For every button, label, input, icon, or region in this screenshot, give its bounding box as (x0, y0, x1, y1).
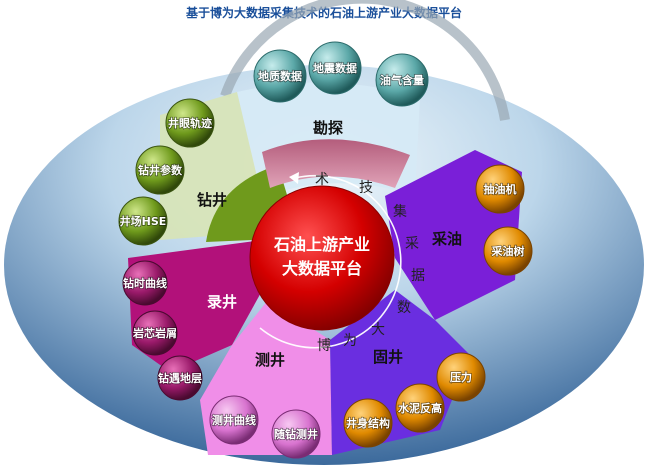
svg-text:地质数据: 地质数据 (258, 69, 302, 83)
svg-text:井身结构: 井身结构 (346, 416, 390, 430)
outer-arc (220, 0, 510, 121)
sector-label-zuanjing: 钻井 (197, 191, 227, 209)
ring-char: 技 (359, 180, 373, 196)
sector-label-lujing: 录井 (207, 293, 237, 311)
svg-text:地震数据: 地震数据 (313, 61, 357, 75)
svg-text:井场HSE: 井场HSE (120, 214, 167, 228)
ball-yali: 压力 (436, 352, 486, 402)
svg-text:岩芯岩屑: 岩芯岩屑 (132, 326, 177, 340)
center-title-line2: 大数据平台 (282, 259, 362, 278)
svg-text:钻遇地层: 钻遇地层 (158, 371, 202, 385)
svg-text:抽油机: 抽油机 (484, 182, 517, 196)
svg-text:钻时曲线: 钻时曲线 (123, 276, 167, 290)
ring-char: 为 (343, 333, 357, 349)
center-title-line1: 石油上游产业 (273, 235, 370, 254)
diagram-title: 基于博为大数据采集技术的石油上游产业大数据平台 (185, 5, 462, 20)
svg-text:水泥反高: 水泥反高 (398, 401, 442, 415)
ring-char: 大 (371, 322, 385, 338)
core-sphere (249, 185, 395, 331)
inner-top-arc (262, 139, 410, 188)
ring-char: 术 (315, 172, 329, 188)
sector-label-gujing: 固井 (373, 348, 403, 366)
svg-text:测井曲线: 测井曲线 (212, 413, 256, 427)
ball-jingchang-hse: 井场HSE (118, 196, 168, 246)
svg-text:钻井参数: 钻井参数 (138, 163, 183, 177)
svg-text:采油树: 采油树 (491, 244, 525, 258)
ring-text: 术 技 集 采 据 数 大 为 博 (315, 172, 425, 354)
svg-text:油气含量: 油气含量 (380, 73, 424, 87)
svg-text:井眼轨迹: 井眼轨迹 (168, 116, 212, 130)
ball-chouyouji: 抽油机 (475, 164, 525, 214)
ring-arrow-head (289, 172, 299, 184)
ring-char: 数 (397, 300, 411, 316)
ring-char: 采 (405, 236, 419, 252)
ball-dizhen-shuju: 地震数据 (308, 41, 362, 95)
ball-cejing-quxian: 测井曲线 (209, 395, 259, 445)
ball-zuanyu-diceng: 钻遇地层 (157, 355, 203, 401)
ring-char: 博 (317, 337, 331, 354)
ball-shuini-fangao: 水泥反高 (395, 383, 445, 433)
ball-yanxin-yanxie: 岩芯岩屑 (131, 310, 178, 356)
sector-label-cejing: 测井 (255, 351, 285, 369)
ball-zuanjing-canshu: 钻井参数 (135, 145, 185, 195)
ring-arrow (259, 174, 402, 349)
ball-suizuan-cejing: 随钻测井 (271, 409, 321, 459)
sector-label-kantan: 勘探 (313, 119, 343, 137)
ball-zuanshi-quxian: 钻时曲线 (122, 260, 168, 306)
ball-youqi-hanliang: 油气含量 (375, 53, 429, 107)
ball-jingyan-guiji: 井眼轨迹 (165, 98, 215, 148)
ring-char: 据 (411, 268, 425, 284)
ball-caiyoushu: 采油树 (483, 226, 533, 276)
sector-label-caiyou: 采油 (431, 230, 462, 248)
svg-text:随钻测井: 随钻测井 (274, 427, 318, 441)
ball-jingshen-jiegou: 井身结构 (343, 398, 393, 448)
svg-text:压力: 压力 (450, 370, 472, 384)
ring-char: 集 (393, 203, 407, 220)
ball-dizhi-shuju: 地质数据 (253, 49, 307, 103)
